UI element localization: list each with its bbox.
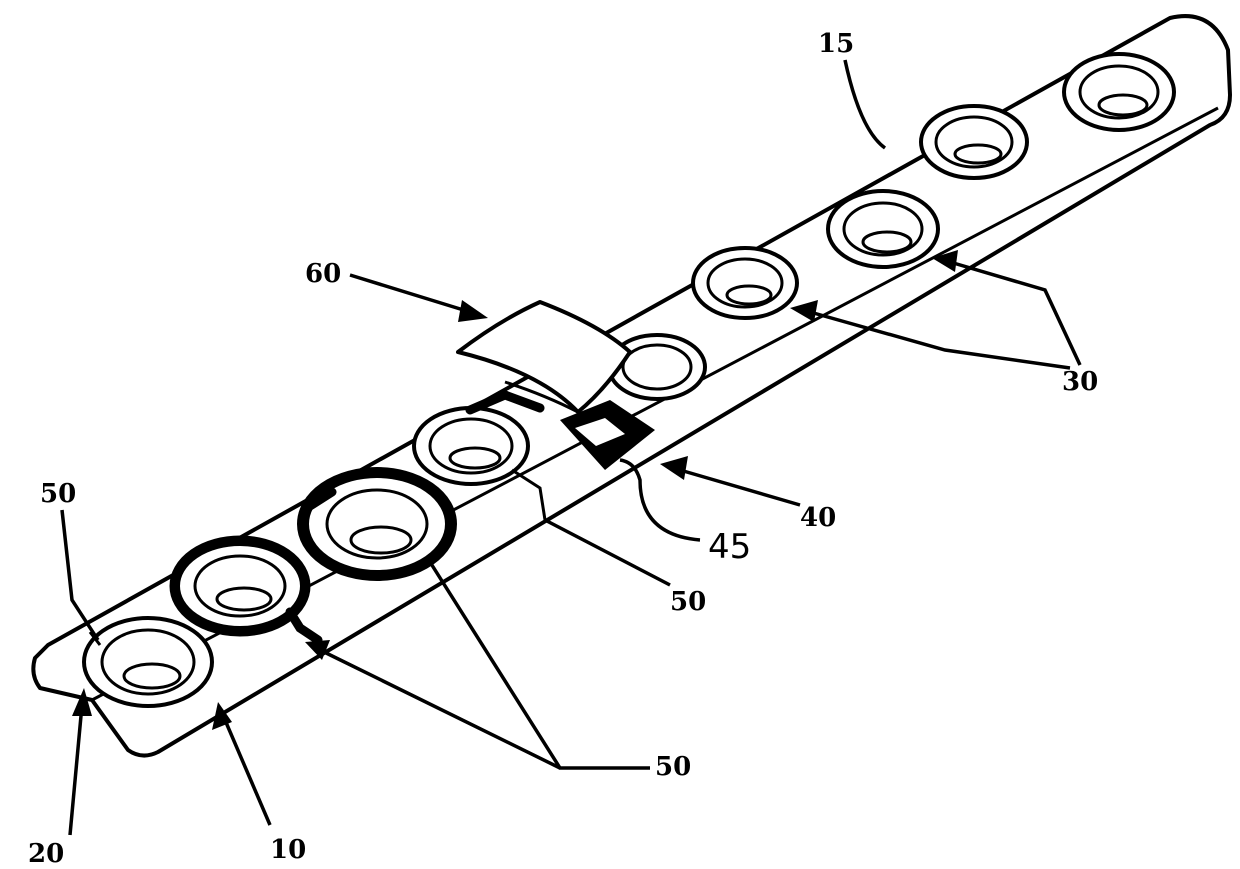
- screw-hole-1: [84, 618, 212, 706]
- label-50-lower: 50: [655, 752, 691, 782]
- label-60: 60: [305, 259, 341, 289]
- label-20: 20: [28, 839, 64, 869]
- leader-15: [845, 60, 885, 148]
- leader-30a: [950, 262, 1080, 365]
- leader-10: [225, 720, 270, 825]
- label-15: 15: [818, 29, 854, 59]
- leader-40: [680, 470, 800, 505]
- arrow-40: [660, 456, 688, 480]
- label-50-upper: 50: [670, 587, 706, 617]
- label-45: 45: [708, 527, 751, 567]
- screw-holes: [84, 54, 1174, 706]
- leader-60: [350, 275, 470, 312]
- label-30: 30: [1062, 367, 1098, 397]
- screw-hole-8: [921, 106, 1027, 178]
- leader-50-lower-a: [430, 562, 650, 768]
- label-40: 40: [800, 503, 836, 533]
- label-50-left: 50: [40, 479, 76, 509]
- leader-50-upper: [545, 520, 670, 585]
- leader-20: [70, 705, 82, 835]
- screw-hole-6: [693, 248, 797, 318]
- screw-hole-4: [414, 408, 528, 484]
- screw-hole-7: [828, 191, 938, 267]
- arrow-60: [458, 300, 488, 322]
- label-10: 10: [270, 835, 306, 865]
- screw-hole-9: [1064, 54, 1174, 130]
